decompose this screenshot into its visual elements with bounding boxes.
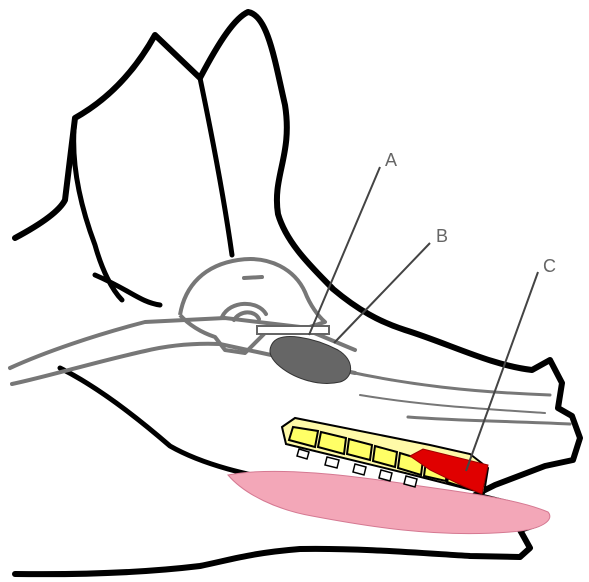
brain-case-arc-1 [222,304,266,317]
label-b: B [436,226,448,246]
brain-case-arc-3 [244,277,262,278]
nasal-line-1 [345,371,550,395]
ear-left-lower [95,275,160,305]
ear-right-inner [200,78,232,255]
nasal-line-2 [408,417,570,424]
structure-a [257,326,329,334]
nasal-line-3 [360,395,545,413]
jaw-line [60,368,285,482]
label-b-line [334,243,430,343]
label-a: A [385,150,397,170]
label-a-line [309,167,380,335]
label-c: C [543,256,556,276]
ear-left-inner [74,118,122,300]
